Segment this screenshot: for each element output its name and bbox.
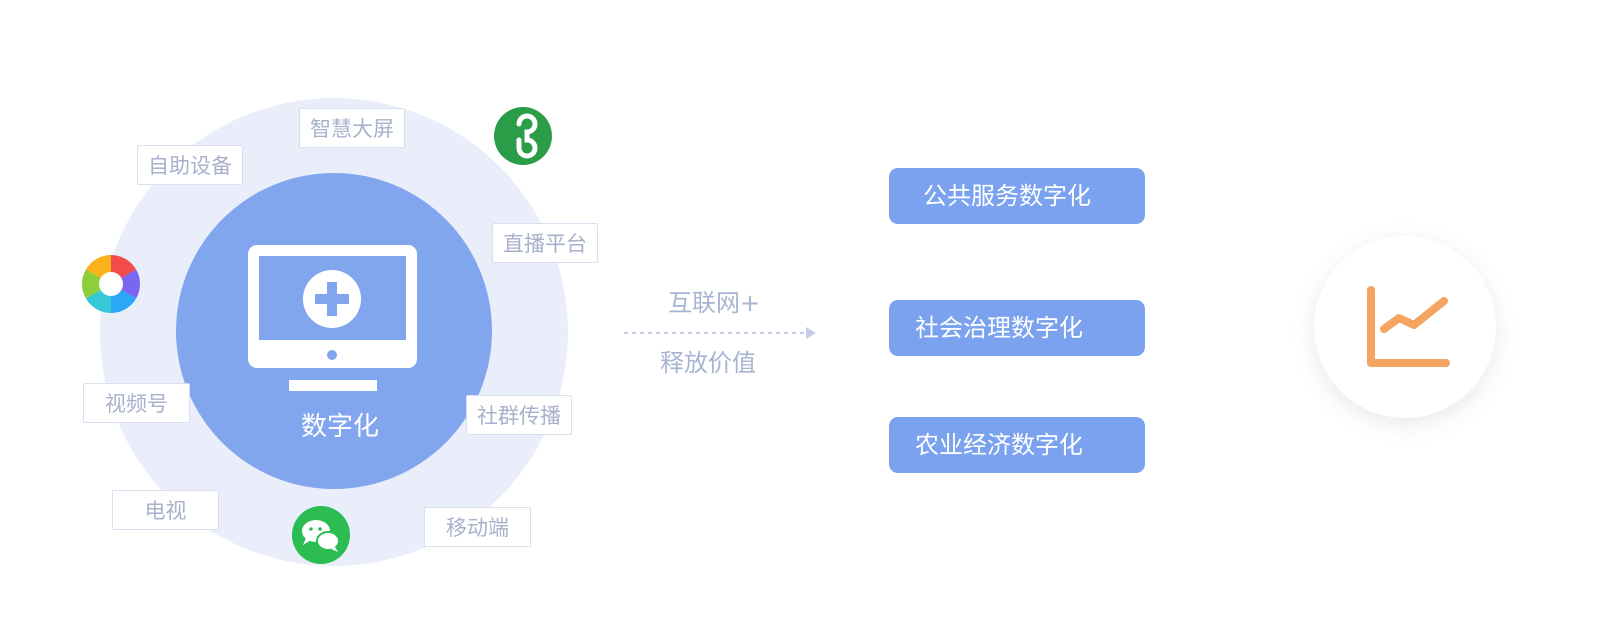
- wechat-chat-bubbles-icon: [292, 506, 350, 564]
- dashed-arrow-icon: [624, 327, 816, 339]
- release-value-label: 释放价值: [660, 349, 756, 377]
- result-circle: [1314, 236, 1496, 418]
- mini-program-link-icon: [494, 107, 552, 165]
- outcome-agricultural-economy: 农业经济数字化: [889, 417, 1145, 473]
- hub-label: 数字化: [300, 412, 379, 442]
- tag-live-platform: 直播平台: [492, 223, 598, 263]
- tag-tv: 电视: [112, 490, 219, 530]
- tag-community: 社群传播: [466, 395, 572, 435]
- outcome-social-governance: 社会治理数字化: [889, 300, 1145, 356]
- tag-video-channel: 视频号: [83, 383, 190, 423]
- camera-shutter-icon: [82, 255, 140, 313]
- tag-mobile: 移动端: [424, 507, 531, 547]
- outcome-public-service: 公共服务数字化: [889, 168, 1145, 224]
- tag-self-service: 自助设备: [137, 145, 243, 185]
- internet-plus-label: 互联网+: [668, 289, 761, 317]
- tag-smart-screen: 智慧大屏: [299, 108, 405, 148]
- trend-chart-icon: [1367, 286, 1450, 367]
- monitor-plus-icon: [248, 245, 417, 391]
